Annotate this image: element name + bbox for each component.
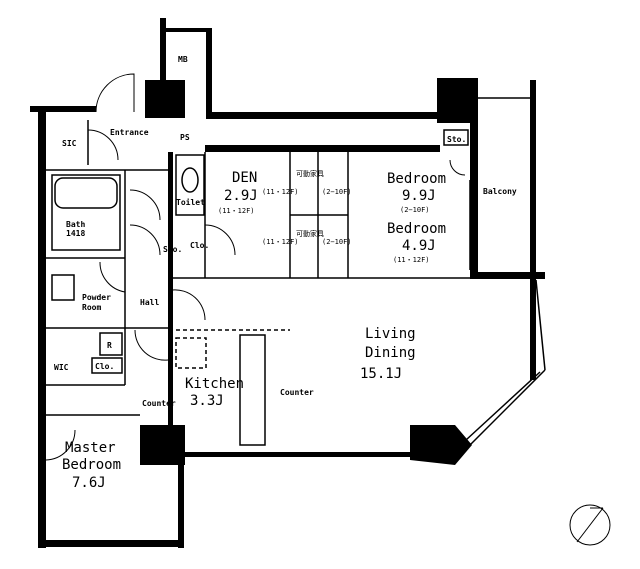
movable-furniture-lower: 可動家具 <box>296 229 324 238</box>
room-label-den: DEN <box>232 170 257 186</box>
room-label-master-bedroom: Bedroom <box>62 457 121 473</box>
movable-furniture-upper: 可動家具 <box>296 169 324 178</box>
room-label-wic-closet: Clo. <box>95 362 114 371</box>
room-label-powder-room: Room <box>82 303 101 312</box>
room-label-ps: PS <box>180 133 190 142</box>
room-label-powder: Powder <box>82 293 111 302</box>
room-label-bedroom-2: Bedroom <box>387 221 446 237</box>
interior-lines <box>46 97 546 446</box>
kitchen-size: 3.3J <box>190 393 224 409</box>
room-label-master: Master <box>65 440 116 456</box>
room-label-dining: Dining <box>365 345 416 361</box>
label-counter-left: Counter <box>142 399 176 408</box>
room-label-storage: Sto. <box>163 245 182 254</box>
room-label-balcony-storage: Sto. <box>447 135 466 144</box>
north-arrow-icon <box>569 504 611 546</box>
door-swings <box>45 73 466 461</box>
room-label-r: R <box>107 341 112 350</box>
bedroom-2-floors: (11・12F) <box>393 256 430 264</box>
living-size: 15.1J <box>360 366 402 382</box>
room-label-bath: Bath <box>66 220 85 229</box>
floors-lower-a: (11・12F) <box>262 238 299 246</box>
label-counter-right: Counter <box>280 388 314 397</box>
floors-upper-a: (11・12F) <box>262 188 299 196</box>
room-label-balcony: Balcony <box>483 187 517 196</box>
master-size: 7.6J <box>72 475 106 491</box>
room-label-hall: Hall <box>140 298 159 307</box>
walls <box>30 18 545 548</box>
floors-upper-b: (2−10F) <box>322 188 352 196</box>
bath-size: 1418 <box>66 229 85 238</box>
den-size: 2.9J <box>224 188 258 204</box>
room-label-kitchen: Kitchen <box>185 376 244 392</box>
room-label-living: Living <box>365 326 416 342</box>
room-label-toilet: Toilet <box>176 197 205 207</box>
room-label-wic: WIC <box>54 363 69 372</box>
bedroom-1-size: 9.9J <box>402 188 436 204</box>
den-floors: (11・12F) <box>218 207 255 215</box>
room-label-mb: MB <box>178 55 188 64</box>
floors-lower-b: (2−10F) <box>322 238 352 246</box>
room-label-entrance: Entrance <box>110 128 149 137</box>
bedroom-1-floors: (2−10F) <box>400 206 430 214</box>
room-label-sic: SIC <box>62 139 77 148</box>
room-label-bedroom-1: Bedroom <box>387 171 446 187</box>
bedroom-2-size: 4.9J <box>402 238 436 254</box>
room-label-closet: Clo. <box>190 241 209 250</box>
